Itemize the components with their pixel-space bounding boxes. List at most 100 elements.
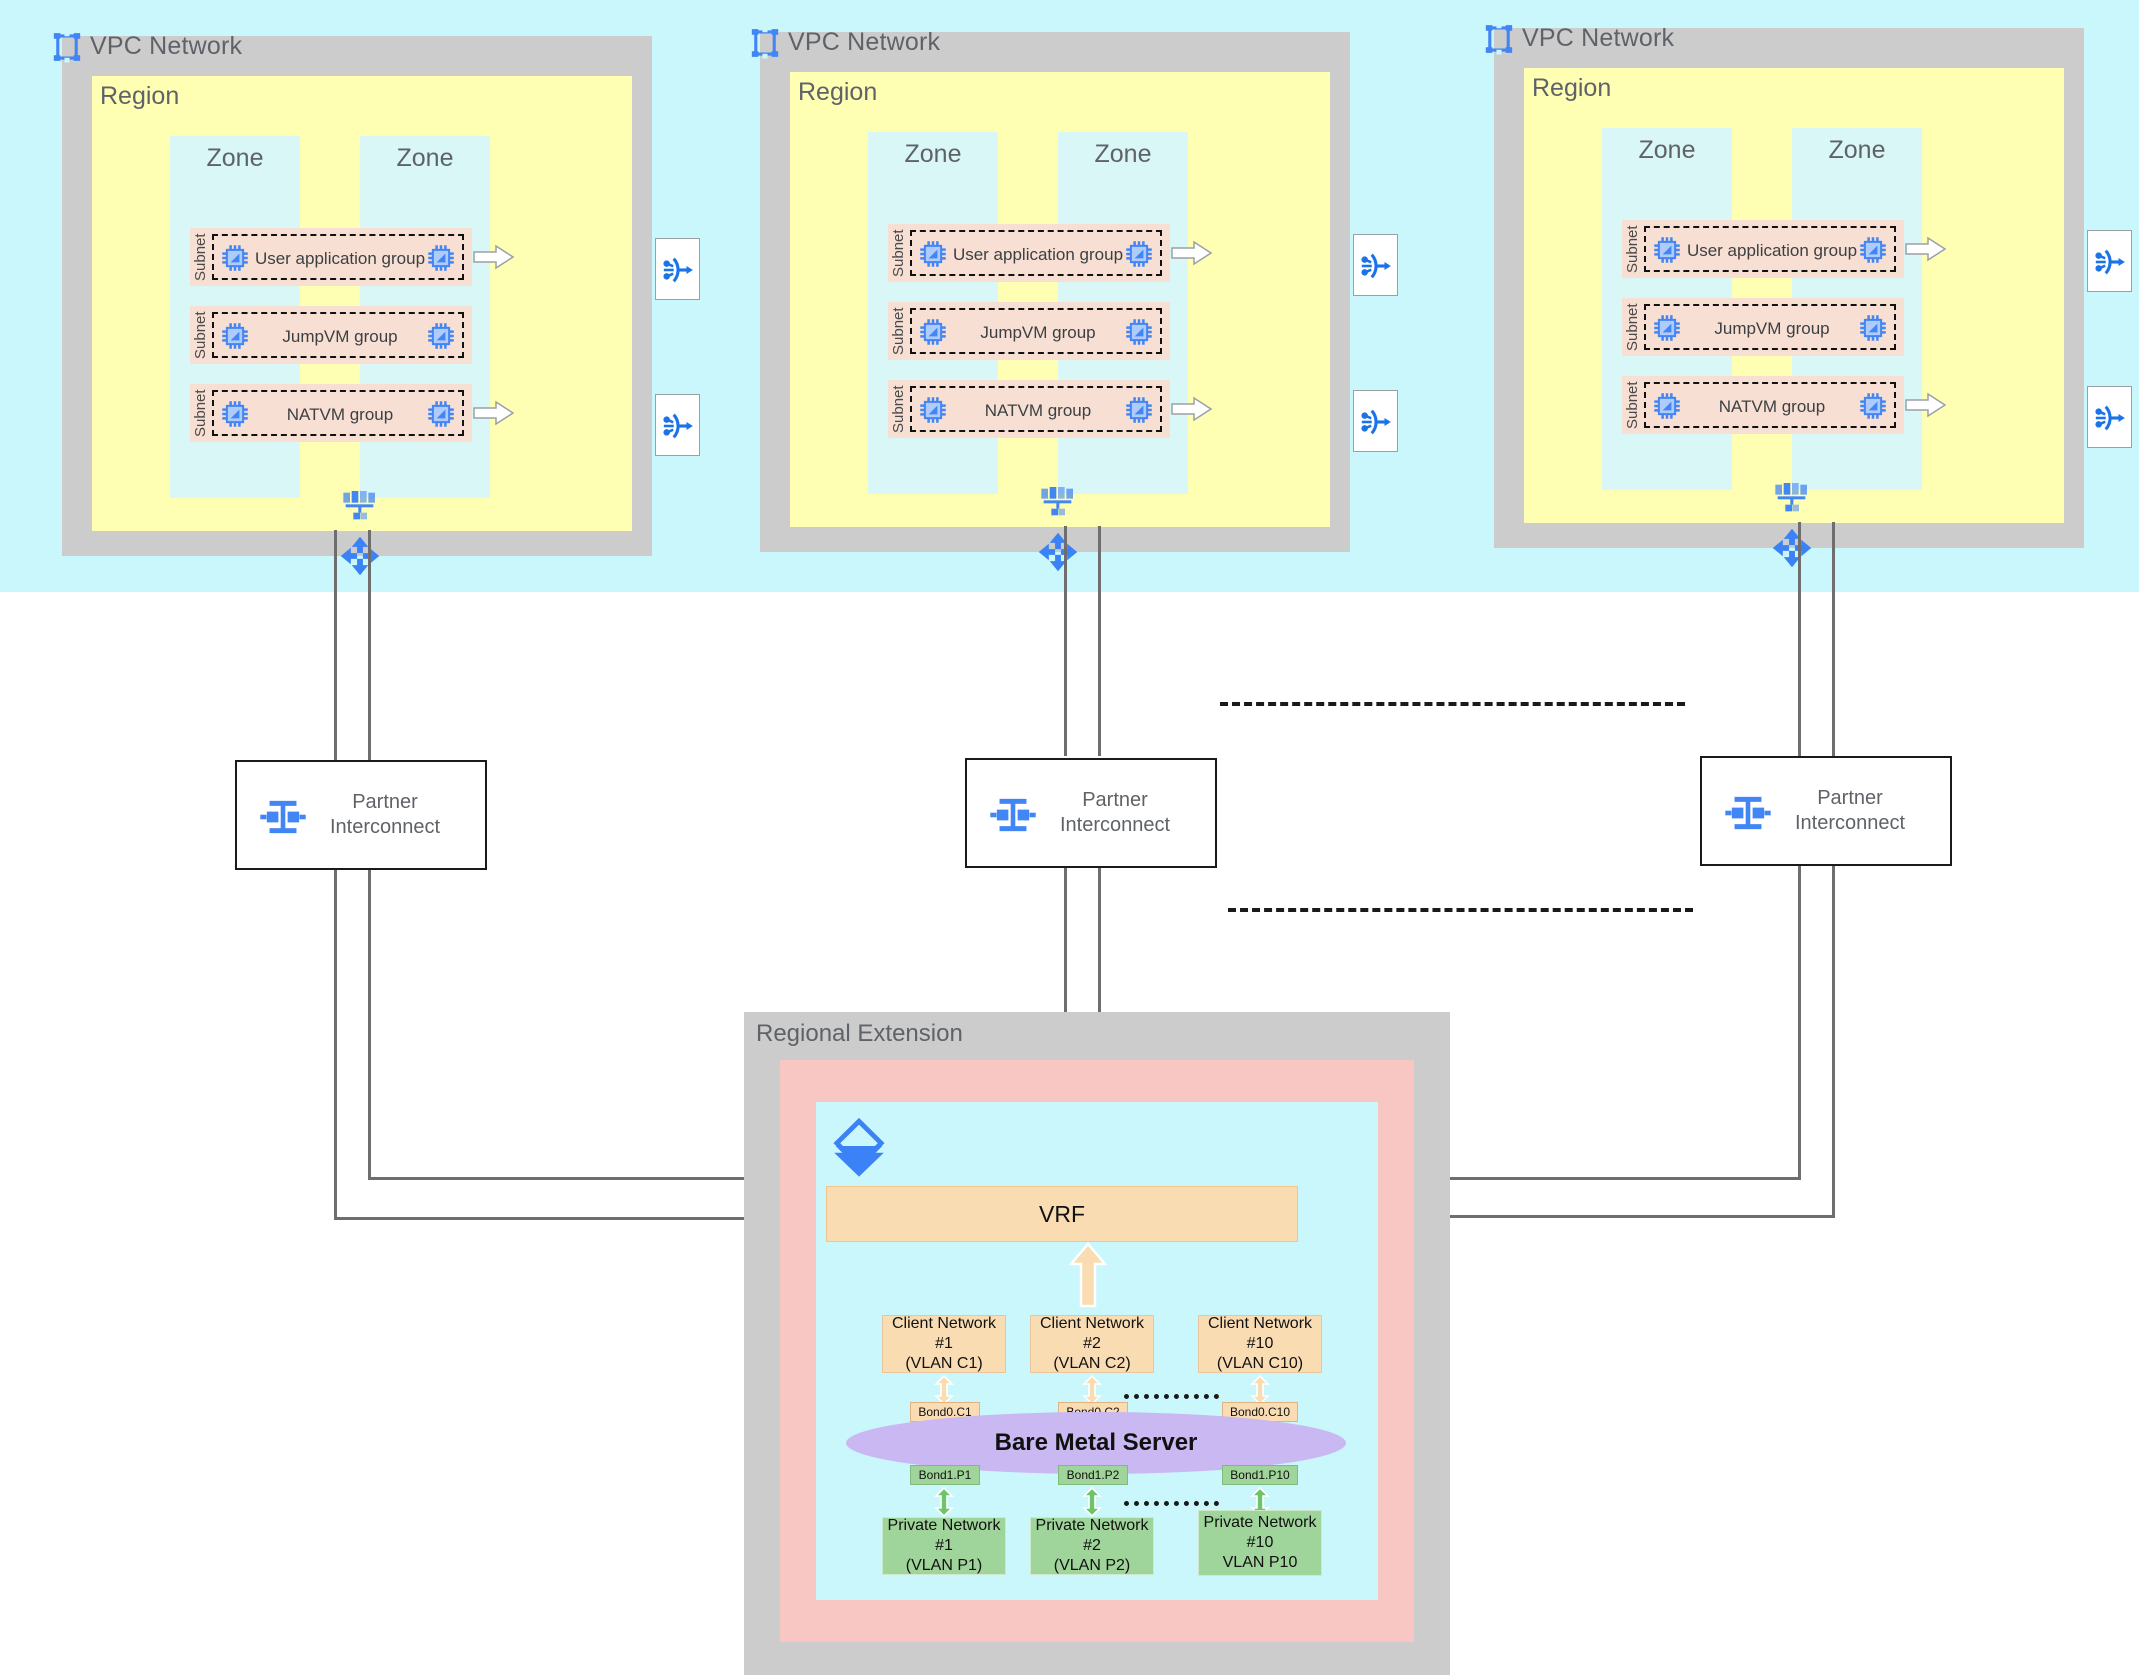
client-network-2[interactable]: Client Network #2 (VLAN C2) bbox=[1030, 1315, 1154, 1373]
private-net-line1: Private Network #2 bbox=[1035, 1517, 1149, 1554]
subnet-strip-1[interactable]: Subnet User application group bbox=[888, 224, 1170, 282]
vpc-title: VPC Network bbox=[788, 28, 941, 56]
cloud-nat-box-2[interactable] bbox=[655, 394, 700, 456]
zone-label-2: Zone bbox=[1094, 140, 1152, 168]
link-vpc1-pi1-a bbox=[334, 530, 337, 760]
partner-interconnect-2[interactable]: Partner Interconnect bbox=[965, 758, 1217, 868]
bond-label-p2: Bond1.P2 bbox=[1058, 1465, 1128, 1485]
subnet-strip-3[interactable]: Subnet NATVM group bbox=[190, 384, 472, 442]
cpu-icon bbox=[1124, 239, 1154, 269]
subnet-strip-1[interactable]: Subnet User application group bbox=[190, 228, 472, 286]
cpu-icon bbox=[220, 399, 250, 429]
bond-label-p1: Bond1.P1 bbox=[910, 1465, 980, 1485]
cpu-icon bbox=[918, 395, 948, 425]
region-label: Region bbox=[798, 78, 878, 106]
regional-extension-container[interactable]: Regional Extension VRF bbox=[744, 1012, 1450, 1675]
group-name: User application group bbox=[1686, 241, 1858, 260]
zone-label-1: Zone bbox=[206, 144, 264, 172]
partner-interconnect-label: Partner Interconnect bbox=[237, 790, 485, 840]
client-ellipsis bbox=[1124, 1394, 1219, 1399]
subnet-strip-2[interactable]: Subnet JumpVM group bbox=[190, 306, 472, 364]
subnet-strip-3[interactable]: Subnet NATVM group bbox=[1622, 376, 1904, 434]
vpc-network-container-1[interactable]: VPC Network Region Zone Zone Subnet bbox=[53, 31, 700, 576]
layers-icon bbox=[828, 1116, 890, 1178]
instance-group-2[interactable]: JumpVM group bbox=[212, 312, 464, 358]
cpu-icon bbox=[426, 243, 456, 273]
subnet-strip-2[interactable]: Subnet JumpVM group bbox=[888, 302, 1170, 360]
cpu-icon bbox=[1858, 391, 1888, 421]
bare-metal-server[interactable]: Bare Metal Server bbox=[846, 1412, 1346, 1474]
private-arrow-2 bbox=[1082, 1486, 1102, 1518]
flow-arrow-1 bbox=[473, 244, 515, 270]
link-vpc3-pi3-a bbox=[1798, 522, 1801, 756]
zone-label-2: Zone bbox=[1828, 136, 1886, 164]
vpc-network-container-3[interactable]: VPC Network Region Zone Zone Subnet User… bbox=[1485, 23, 2132, 568]
instance-group-1[interactable]: User application group bbox=[910, 230, 1162, 276]
instance-group-3[interactable]: NATVM group bbox=[212, 390, 464, 436]
link-pi3-vrf-a-v bbox=[1798, 866, 1801, 1180]
flow-arrow-2 bbox=[1905, 392, 1947, 418]
cloud-nat-box-1[interactable] bbox=[655, 238, 700, 300]
pi-line1: Partner bbox=[1817, 787, 1883, 809]
vpc-title: VPC Network bbox=[90, 32, 243, 60]
subnet-label: Subnet bbox=[890, 385, 907, 433]
vrf-box[interactable]: VRF bbox=[826, 1186, 1298, 1242]
client-net-line1: Client Network #1 bbox=[891, 1315, 997, 1352]
vrf-uplink-arrow bbox=[1068, 1242, 1108, 1308]
bond-label-p10: Bond1.P10 bbox=[1222, 1465, 1298, 1485]
flow-arrow-2 bbox=[1171, 396, 1213, 422]
instance-group-2[interactable]: JumpVM group bbox=[910, 308, 1162, 354]
cloud-nat-box-1[interactable] bbox=[2087, 230, 2132, 292]
cpu-icon bbox=[426, 399, 456, 429]
cloud-nat-box-2[interactable] bbox=[2087, 386, 2132, 448]
cloud-nat-box-1[interactable] bbox=[1353, 234, 1398, 296]
cpu-icon bbox=[426, 321, 456, 351]
private-net-line2: #10 bbox=[1246, 1534, 1274, 1551]
link-vpc1-pi1-b bbox=[368, 530, 371, 760]
regional-extension-inner-cyan: VRF Client Network #1 (VLAN C1) Client N… bbox=[816, 1102, 1378, 1600]
client-network-1[interactable]: Client Network #1 (VLAN C1) bbox=[882, 1315, 1006, 1373]
private-net-text: Private Network #1 (VLAN P1) bbox=[883, 1516, 1005, 1576]
private-network-10[interactable]: Private Network #10 VLAN P10 bbox=[1198, 1510, 1322, 1576]
subnet-strip-3[interactable]: Subnet NATVM group bbox=[888, 380, 1170, 438]
router-icon bbox=[1036, 530, 1080, 574]
instance-group-3[interactable]: NATVM group bbox=[1644, 382, 1896, 428]
partner-interconnect-3[interactable]: Partner Interconnect bbox=[1700, 756, 1952, 866]
vpc-network-icon bbox=[748, 26, 782, 60]
private-ellipsis bbox=[1124, 1501, 1219, 1506]
private-network-2[interactable]: Private Network #2 (VLAN P2) bbox=[1030, 1517, 1154, 1575]
subnet-label: Subnet bbox=[192, 311, 209, 359]
vpc-network-icon bbox=[1482, 22, 1516, 56]
private-net-line2: (VLAN P1) bbox=[905, 1557, 983, 1574]
partner-interconnect-icon bbox=[257, 792, 309, 842]
region-box: Region Zone Zone Subnet User application… bbox=[790, 72, 1330, 572]
link-pi1-vrf-b-v bbox=[368, 870, 371, 1180]
subnet-label: Subnet bbox=[192, 389, 209, 437]
cpu-icon bbox=[220, 243, 250, 273]
subnet-label: Subnet bbox=[1624, 303, 1641, 351]
cpu-icon bbox=[1652, 391, 1682, 421]
private-net-text: Private Network #10 VLAN P10 bbox=[1204, 1513, 1317, 1573]
vpc-network-container-2[interactable]: VPC Network Region Zone Zone Subnet User… bbox=[751, 27, 1398, 572]
subnet-strip-1[interactable]: Subnet User application group bbox=[1622, 220, 1904, 278]
subnet-strip-2[interactable]: Subnet JumpVM group bbox=[1622, 298, 1904, 356]
subnet-label: Subnet bbox=[890, 229, 907, 277]
cloud-nat-box-2[interactable] bbox=[1353, 390, 1398, 452]
instance-group-3[interactable]: NATVM group bbox=[910, 386, 1162, 432]
bare-metal-server-label: Bare Metal Server bbox=[994, 1429, 1198, 1456]
client-network-10[interactable]: Client Network #10 (VLAN C10) bbox=[1198, 1315, 1322, 1373]
partner-interconnect-1[interactable]: Partner Interconnect bbox=[235, 760, 487, 870]
private-network-1[interactable]: Private Network #1 (VLAN P1) bbox=[882, 1517, 1006, 1575]
instance-group-1[interactable]: User application group bbox=[1644, 226, 1896, 272]
client-net-line1: Client Network #2 bbox=[1039, 1315, 1145, 1352]
ellipsis-line-bottom bbox=[1228, 908, 1693, 912]
regional-extension-title: Regional Extension bbox=[756, 1020, 963, 1047]
private-net-line1: Private Network #1 bbox=[887, 1517, 1001, 1554]
router-icon bbox=[1770, 526, 1814, 570]
flow-arrow-1 bbox=[1905, 236, 1947, 262]
instance-group-2[interactable]: JumpVM group bbox=[1644, 304, 1896, 350]
region-label: Region bbox=[1532, 74, 1612, 102]
partner-interconnect-label: Partner Interconnect bbox=[1702, 786, 1950, 836]
subnet-label: Subnet bbox=[1624, 225, 1641, 273]
instance-group-1[interactable]: User application group bbox=[212, 234, 464, 280]
